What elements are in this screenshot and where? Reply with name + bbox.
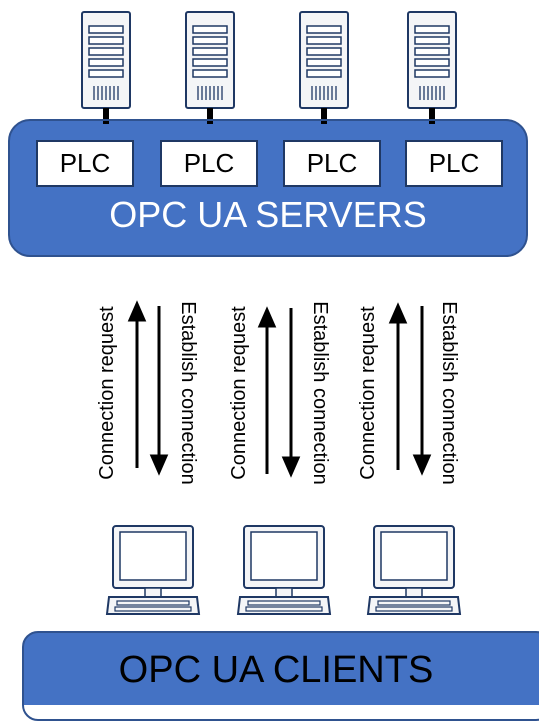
establish-connection-label: Establish connection — [177, 301, 199, 485]
servers-title: OPC UA SERVERS — [109, 194, 427, 235]
connection-request-label: Connection request — [228, 306, 250, 480]
server-tower-icon — [407, 11, 457, 125]
plc-box: PLC — [160, 140, 258, 187]
diagram-graphics — [9, 11, 539, 705]
desktop-computer-icon — [367, 525, 461, 615]
server-tower-icon — [81, 11, 131, 125]
request-arrowhead — [388, 302, 408, 324]
plc-box: PLC — [36, 140, 134, 187]
plc-label: PLC — [428, 148, 480, 178]
establish-arrowhead — [149, 454, 169, 476]
request-arrowhead — [257, 306, 277, 328]
opc-ua-servers-panel — [8, 119, 528, 257]
desktop-computer-icon — [237, 525, 331, 615]
server-tower-icon — [185, 11, 235, 125]
plc-label: PLC — [306, 148, 358, 178]
establish-arrowhead — [281, 456, 301, 478]
plc-box: PLC — [283, 140, 381, 187]
connection-request-label: Connection request — [96, 306, 118, 480]
establish-connection-label: Establish connection — [438, 301, 460, 485]
server-tower-icon — [299, 11, 349, 125]
desktop-computer-icon — [106, 525, 200, 615]
plc-box: PLC — [405, 140, 503, 187]
request-arrowhead — [127, 300, 147, 322]
plc-label: PLC — [183, 148, 235, 178]
establish-connection-label: Establish connection — [309, 301, 331, 485]
connection-request-label: Connection request — [357, 306, 379, 480]
plc-label: PLC — [59, 148, 111, 178]
clients-title: OPC UA CLIENTS — [118, 649, 434, 691]
establish-arrowhead — [412, 454, 432, 476]
